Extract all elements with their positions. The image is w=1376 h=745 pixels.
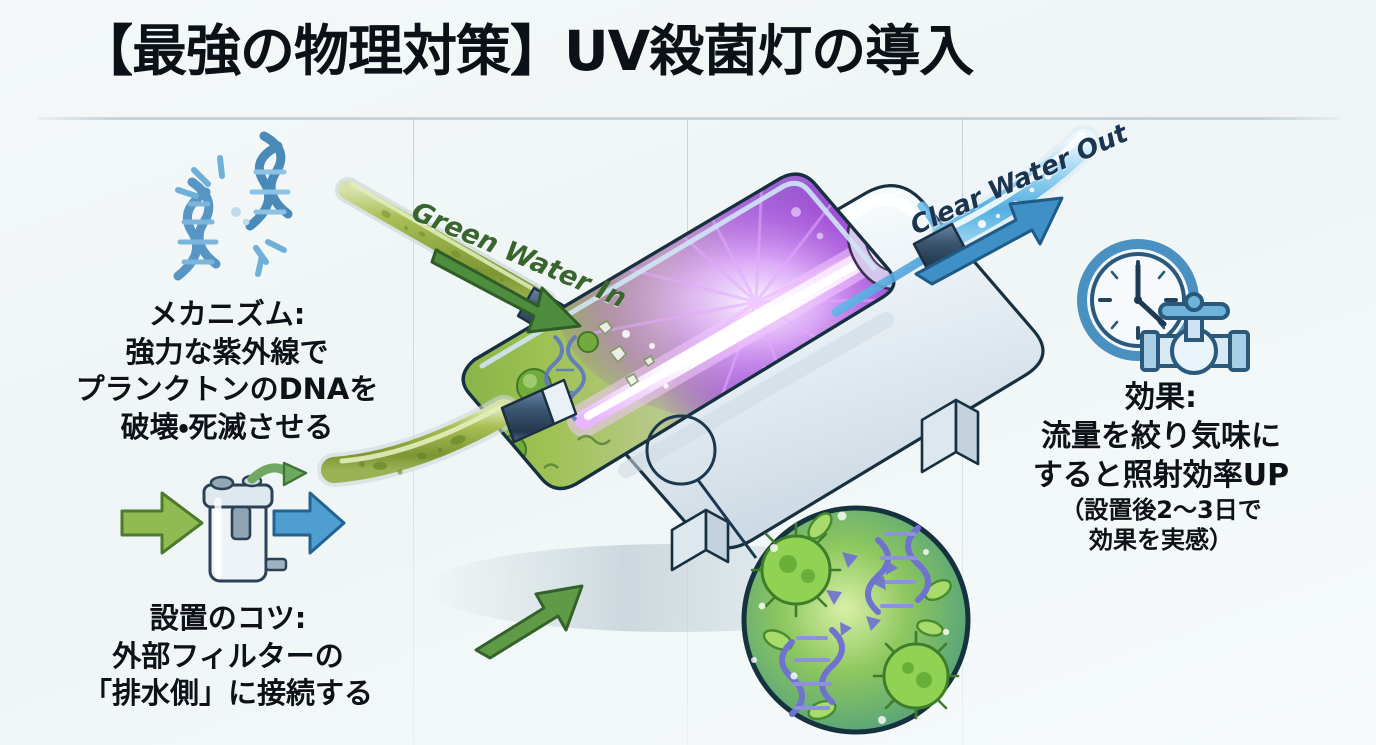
green-arrow-icon bbox=[120, 491, 204, 555]
clock-icon bbox=[1077, 239, 1199, 361]
inlet-hose-upper bbox=[335, 177, 557, 315]
green-arrow-icon-inlet bbox=[474, 584, 584, 660]
blue-arrow-icon bbox=[272, 491, 346, 555]
effect-line-4: （設置後2〜3日で bbox=[1060, 496, 1262, 524]
install-text-block: 設置のコツ: 外部フィルターの 「排水側」に接続する bbox=[58, 600, 398, 713]
green-arrow-icon bbox=[430, 248, 582, 334]
install-line-3: 「排水側」に接続する bbox=[82, 676, 373, 711]
canister-body bbox=[202, 474, 288, 583]
header-divider bbox=[38, 117, 1340, 120]
magnifier-pointer bbox=[645, 414, 758, 559]
effect-line-2: 流量を絞り気味に bbox=[1041, 419, 1281, 454]
clock-valve-icon bbox=[1060, 232, 1260, 392]
blue-arrow-icon bbox=[914, 196, 1064, 286]
canister-filter-icon bbox=[118, 455, 346, 595]
dna-fragments bbox=[826, 552, 898, 636]
mechanism-line-3: プランクトンのDNAを bbox=[75, 372, 379, 407]
mechanism-heading: メカニズム: bbox=[148, 297, 306, 331]
broken-dna-icon bbox=[150, 131, 330, 293]
plankton-magnifier bbox=[741, 505, 971, 735]
outlet-hose bbox=[912, 125, 1101, 276]
mechanism-line-2: 強力な紫外線で bbox=[125, 334, 329, 369]
plankton-cell bbox=[760, 534, 950, 710]
effect-line-5: 効果を実感） bbox=[1089, 526, 1233, 555]
install-line-2: 外部フィルターの bbox=[112, 638, 344, 673]
effect-text-block: 効果: 流量を絞り気味に すると照射効率UP （設置後2〜3日で 効果を実感） bbox=[986, 378, 1336, 555]
panel-divider-1 bbox=[413, 117, 414, 745]
mounting-feet bbox=[670, 398, 980, 572]
effect-heading: 効果: bbox=[1125, 380, 1197, 415]
effect-line-3: すると照射効率UP bbox=[1032, 458, 1290, 493]
broken-dna-strand bbox=[865, 525, 931, 615]
page-title: 【最強の物理対策】UV殺菌灯の導入 bbox=[78, 19, 974, 83]
mechanism-text-block: メカニズム: 強力な紫外線で プランクトンのDNAを 破壊・死滅させる bbox=[62, 296, 392, 447]
uv-lamp-tube bbox=[567, 237, 889, 437]
inlet-hose-lower bbox=[317, 378, 578, 487]
install-heading: 設置のコツ: bbox=[149, 601, 307, 635]
mechanism-line-4: 破壊・死滅させる bbox=[120, 410, 334, 445]
valve-icon bbox=[1140, 292, 1250, 375]
